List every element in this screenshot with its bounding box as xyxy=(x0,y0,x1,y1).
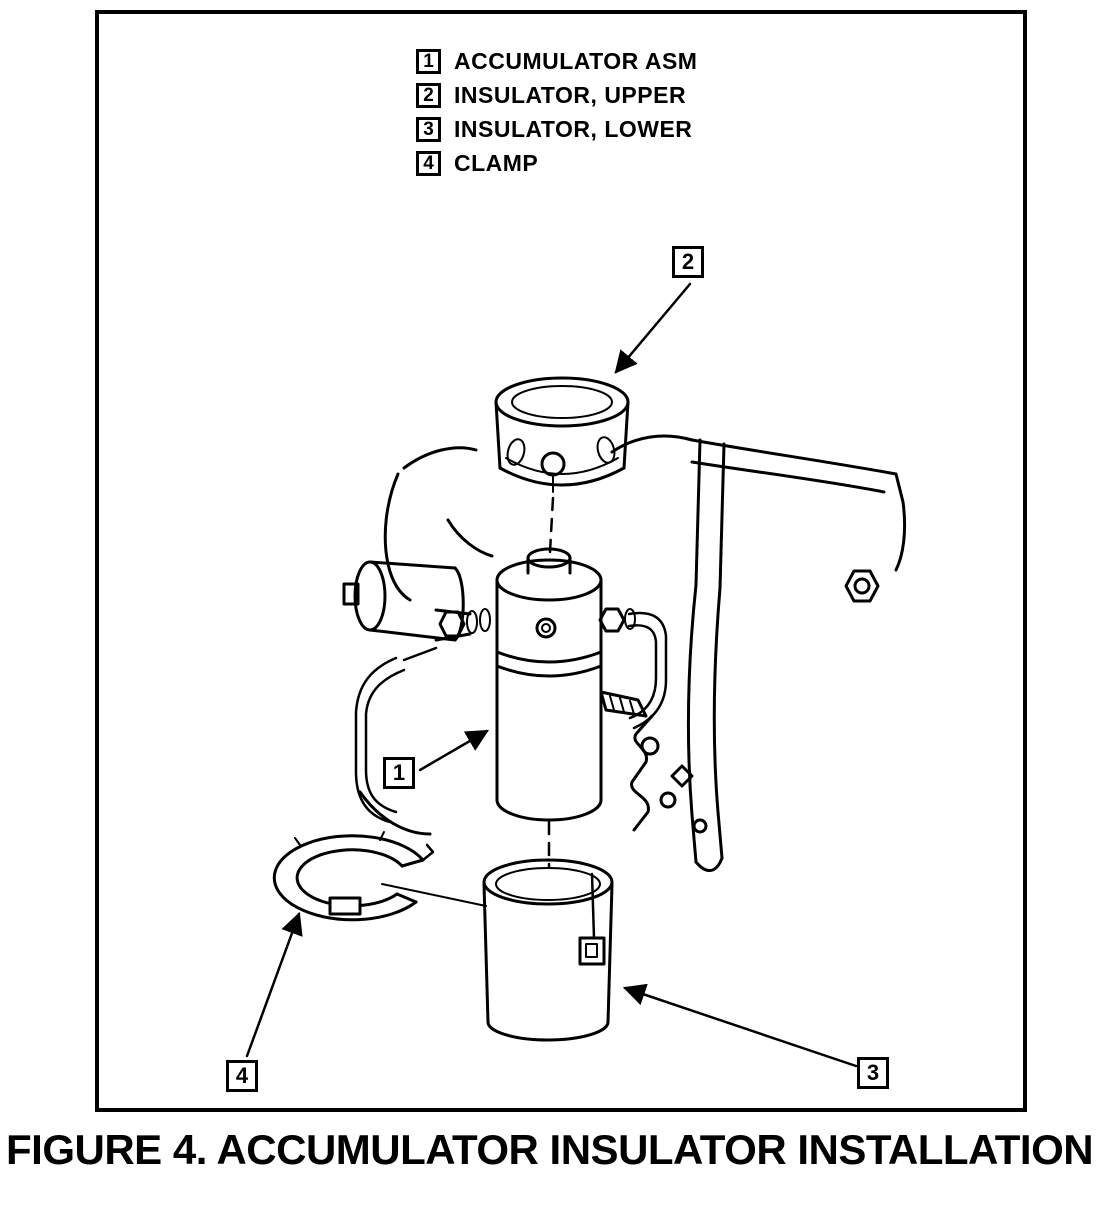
legend-number-box: 1 xyxy=(416,49,441,74)
legend-item-accumulator: 1 ACCUMULATOR ASM xyxy=(416,48,697,75)
legend-label: INSULATOR, LOWER xyxy=(454,116,693,142)
legend: 1 ACCUMULATOR ASM 2 INSULATOR, UPPER 3 I… xyxy=(416,48,697,177)
pressure-switch-art xyxy=(342,560,491,642)
clamp-art xyxy=(272,831,487,922)
legend-item-insulator-upper: 2 INSULATOR, UPPER xyxy=(416,82,697,109)
legend-number-box: 3 xyxy=(416,117,441,142)
legend-item-insulator-lower: 3 INSULATOR, LOWER xyxy=(416,116,697,143)
legend-label: CLAMP xyxy=(454,150,539,176)
accumulator-art xyxy=(495,547,648,822)
callout-insulator-lower: 3 xyxy=(857,1057,889,1089)
insulator-lower-art xyxy=(482,858,614,1042)
figure-caption: FIGURE 4. ACCUMULATOR INSULATOR INSTALLA… xyxy=(6,1126,1094,1173)
legend-label: INSULATOR, UPPER xyxy=(454,82,687,108)
tube-art xyxy=(354,611,668,824)
legend-number-box: 4 xyxy=(416,151,441,176)
legend-number-box: 2 xyxy=(416,83,441,108)
legend-label: ACCUMULATOR ASM xyxy=(454,48,698,74)
engine-bay-background-art xyxy=(358,434,907,872)
callout-arrows xyxy=(245,282,858,1068)
legend-item-clamp: 4 CLAMP xyxy=(416,150,697,177)
insulator-upper-art xyxy=(494,376,630,493)
callout-insulator-upper: 2 xyxy=(672,246,704,278)
callout-accumulator: 1 xyxy=(383,757,415,789)
assembly-axis-lines xyxy=(547,496,555,868)
callout-clamp: 4 xyxy=(226,1060,258,1092)
